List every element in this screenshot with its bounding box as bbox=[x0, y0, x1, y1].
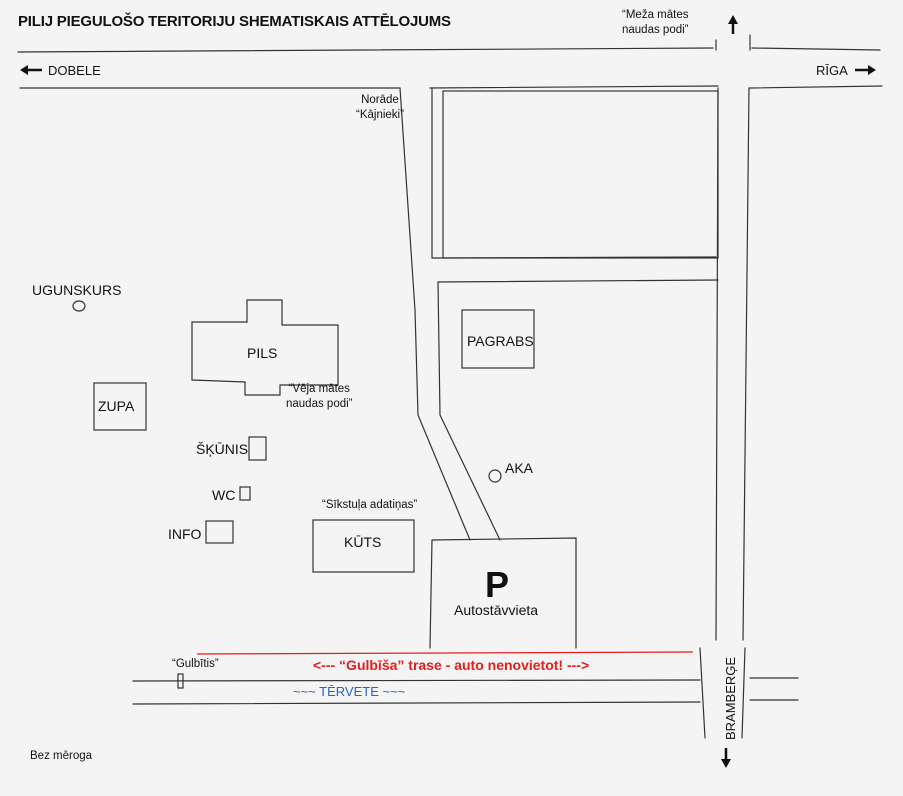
info-label: INFO bbox=[168, 526, 202, 542]
bramberge-label: BRAMBERĢE bbox=[723, 656, 738, 740]
ugunskurs-label: UGUNSKURS bbox=[32, 282, 122, 298]
parking-symbol: P bbox=[485, 564, 510, 605]
skunis-label: ŠĶŪNIS bbox=[196, 441, 249, 457]
riga-label: RĪGA bbox=[816, 63, 848, 78]
parking-area bbox=[429, 537, 577, 649]
river-label: ~~~ TĒRVETE ~~~ bbox=[293, 684, 406, 699]
pagrabs-label: PAGRABS bbox=[467, 333, 534, 349]
gulbisa-route-line bbox=[196, 651, 694, 655]
norade-line1: Norāde bbox=[361, 94, 399, 106]
norade-label: Norāde “Kājnieki” bbox=[356, 93, 404, 123]
dobele-label: DOBELE bbox=[48, 63, 101, 78]
ugunskurs-mark bbox=[72, 300, 86, 312]
north-road bbox=[715, 34, 751, 51]
wc-label: WC bbox=[212, 487, 236, 503]
main-road-north-edge bbox=[17, 47, 881, 53]
wc-outline bbox=[239, 486, 251, 501]
pils-label: PILS bbox=[247, 345, 278, 361]
sikstula-label: “Sīkstuļa adatiņas” bbox=[322, 499, 418, 511]
main-road-south-edge bbox=[19, 85, 883, 89]
meza-mates-line2: naudas podi” bbox=[622, 24, 689, 36]
veja-mates-line2: naudas podi” bbox=[286, 398, 353, 410]
river-south-bank bbox=[132, 699, 799, 705]
skunis-outline bbox=[248, 436, 267, 461]
kuts-outline bbox=[312, 519, 415, 573]
parking-label: Autostāvvieta bbox=[454, 602, 539, 618]
zupa-label: ZUPA bbox=[98, 398, 135, 414]
gulbitis-marker bbox=[177, 673, 184, 689]
gulbitis-label: “Gulbītis” bbox=[172, 658, 219, 670]
link-road bbox=[431, 256, 719, 283]
side-road-west bbox=[399, 87, 471, 541]
aka-label: AKA bbox=[505, 460, 534, 476]
veja-mates-line1: “Vēja mātes bbox=[288, 383, 350, 395]
zupa-outline bbox=[93, 382, 147, 431]
route-warning-label: <--- “Gulbīša” trase - auto nenovietot! … bbox=[313, 657, 590, 673]
block-north bbox=[442, 90, 719, 259]
pagrabs-outline bbox=[461, 309, 535, 369]
map-title: PILIJ PIEGULOŠO TERITORIJU SHEMATISKAIS … bbox=[18, 13, 451, 30]
scale-note: Bez mēroga bbox=[30, 750, 93, 762]
meza-mates-label: “Meža mātes naudas podi” bbox=[622, 8, 689, 38]
side-road-east bbox=[431, 87, 501, 541]
pils-outline bbox=[191, 299, 339, 396]
east-road-south bbox=[699, 647, 746, 739]
info-outline bbox=[205, 520, 234, 544]
meza-mates-line1: “Meža mātes bbox=[622, 9, 689, 21]
norade-line2: “Kājnieki” bbox=[356, 109, 404, 121]
east-road-east-edge bbox=[742, 87, 750, 641]
river-north-bank bbox=[132, 677, 799, 682]
kuts-label: KŪTS bbox=[344, 534, 382, 550]
aka-mark bbox=[488, 469, 502, 483]
veja-mates-label: “Vēja mātes naudas podi” bbox=[286, 382, 353, 412]
